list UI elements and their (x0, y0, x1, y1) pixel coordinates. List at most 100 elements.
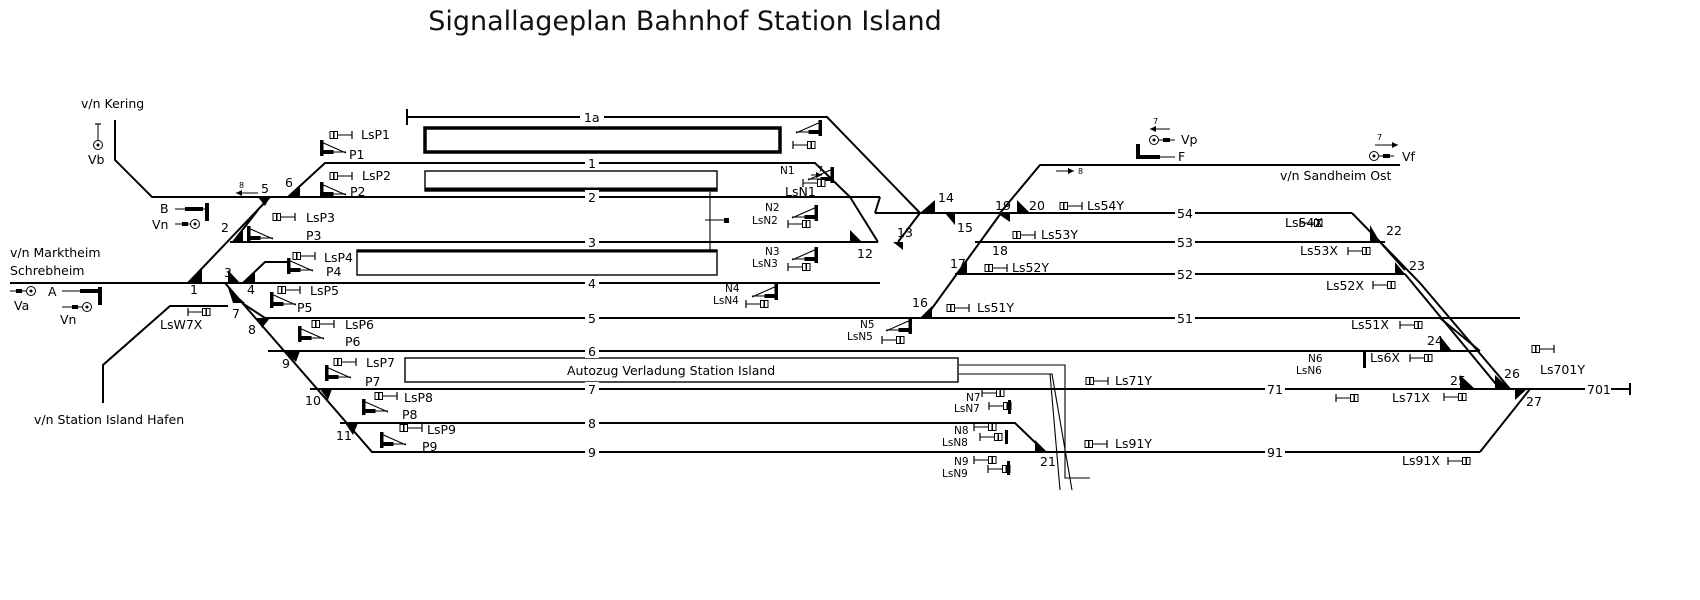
track-number: 54 (1177, 206, 1193, 221)
track-1a-line (407, 116, 921, 214)
track-sandheim-line (999, 164, 1400, 214)
loading-platform-label: Autozug Verladung Station Island (567, 363, 775, 378)
signal-label: N2 (765, 202, 780, 214)
switch-number: 22 (1386, 223, 1402, 238)
signal-label: LsN8 (942, 437, 968, 449)
track-number: 8 (588, 416, 596, 431)
track-number: 71 (1267, 382, 1283, 397)
signal-label: Vn (152, 217, 168, 232)
signal-label: P2 (350, 184, 366, 199)
signal-label: Vb (88, 152, 105, 167)
signal-label: Ls6X (1370, 350, 1400, 365)
signal-label: Ls51Y (977, 300, 1014, 315)
track-number: 4 (588, 276, 596, 291)
switch-number: 3 (224, 265, 232, 280)
signal-label: LsP2 (362, 168, 391, 183)
switch-number: 7 (232, 306, 240, 321)
signal-label: Ls52Y (1012, 260, 1049, 275)
signal-label: P8 (402, 407, 418, 422)
signal-label: N7 (966, 392, 981, 404)
track-number: 1 (588, 156, 596, 171)
signal-label: LsP3 (306, 210, 335, 225)
signal-label: LsP8 (404, 390, 433, 405)
switch-number: 26 (1504, 366, 1520, 381)
signal-label: Ls701Y (1540, 362, 1585, 377)
switch-number: 4 (247, 282, 255, 297)
switch-number: 2 (221, 220, 229, 235)
signal-label: LsN6 (1296, 365, 1322, 377)
signal-label: Ls53X (1300, 243, 1338, 258)
track-number: 91 (1267, 445, 1283, 460)
switch-number: 8 (248, 322, 256, 337)
track-number: 51 (1177, 311, 1193, 326)
switch-number: 19 (995, 198, 1011, 213)
signal-label: Vf (1402, 149, 1416, 164)
signal-label: F (1178, 149, 1185, 164)
switch-numbers: 1 2 3 4 5 6 7 8 9 10 11 12 13 14 15 16 1… (190, 175, 1542, 469)
signal-label: LsP7 (366, 355, 395, 370)
signal-label: N1 (780, 165, 795, 177)
switch-number: 27 (1526, 394, 1542, 409)
signal-label: Ls52X (1326, 278, 1364, 293)
signal-label: Ls53Y (1041, 227, 1078, 242)
switch-number: 13 (897, 225, 913, 240)
track-number: 52 (1177, 267, 1193, 282)
signal-label: N6 (1308, 353, 1323, 365)
switch-number: 24 (1427, 333, 1443, 348)
signal-labels: Vb B Vn A Va Vn LsW7X LsP1 P1 LsP2 P2 Ls… (14, 127, 1585, 480)
switch-number: 21 (1040, 454, 1056, 469)
signal-label: Ls71Y (1115, 373, 1152, 388)
signal-label: LsN7 (954, 403, 980, 415)
signal-label: LsP6 (345, 317, 374, 332)
switch-number: 9 (282, 356, 290, 371)
signal-label: A (48, 284, 57, 299)
switch-number: 14 (938, 190, 954, 205)
direction-kering: v/n Kering (81, 96, 144, 111)
track-number: 9 (588, 445, 596, 460)
track-number: 53 (1177, 235, 1193, 250)
signal-label: P6 (345, 334, 361, 349)
direction-schrebheim: Schrebheim (10, 263, 84, 278)
signal-label: LsP9 (427, 422, 456, 437)
signal-label: P5 (297, 300, 313, 315)
signal-label: N8 (954, 425, 969, 437)
signal-label: Vp (1181, 132, 1198, 147)
signal-label: LsN5 (847, 331, 873, 343)
signal-label: N3 (765, 246, 780, 258)
signal-label: N5 (860, 319, 875, 331)
signal-label: LsN3 (752, 258, 778, 270)
switch-number: 25 (1450, 373, 1466, 388)
signal-label: LsN2 (752, 215, 778, 227)
speed-mark: 8 (239, 181, 244, 190)
track-number: 5 (588, 311, 596, 326)
signal-label: B (160, 201, 169, 216)
signal-label: Ls54X (1285, 215, 1323, 230)
signal-label: Ls71X (1392, 390, 1430, 405)
track-2-line (114, 120, 880, 198)
track-number: 1a (584, 110, 600, 125)
switch-number: 17 (950, 256, 966, 271)
signal-label: LsP5 (310, 283, 339, 298)
switch-number: 23 (1409, 258, 1425, 273)
switch-number: 10 (305, 393, 321, 408)
switch-number: 5 (261, 181, 269, 196)
direction-marktheim: v/n Marktheim (10, 245, 101, 260)
track-numbers: 1a 1 2 3 4 5 6 7 8 9 51 52 53 54 71 91 7… (580, 110, 1611, 460)
signal-label: LsP1 (361, 127, 390, 142)
direction-hafen: v/n Station Island Hafen (34, 412, 184, 427)
signal-label: P9 (422, 439, 438, 454)
speed-marks: 8 7 7 7 8 (239, 117, 1382, 190)
track-9-line (224, 282, 1032, 453)
switch-number: 12 (857, 246, 873, 261)
track-number: 3 (588, 235, 596, 250)
switch-number: 6 (285, 175, 293, 190)
track-number: 701 (1587, 382, 1611, 397)
switch-markers (188, 186, 1527, 452)
direction-sandheim: v/n Sandheim Ost (1280, 168, 1392, 183)
signal-symbols (10, 119, 1555, 475)
signal-label: N9 (954, 456, 969, 468)
speed-mark: 7 (818, 165, 823, 174)
signal-label: Vn (60, 312, 76, 327)
signal-label: Ls54Y (1087, 198, 1124, 213)
